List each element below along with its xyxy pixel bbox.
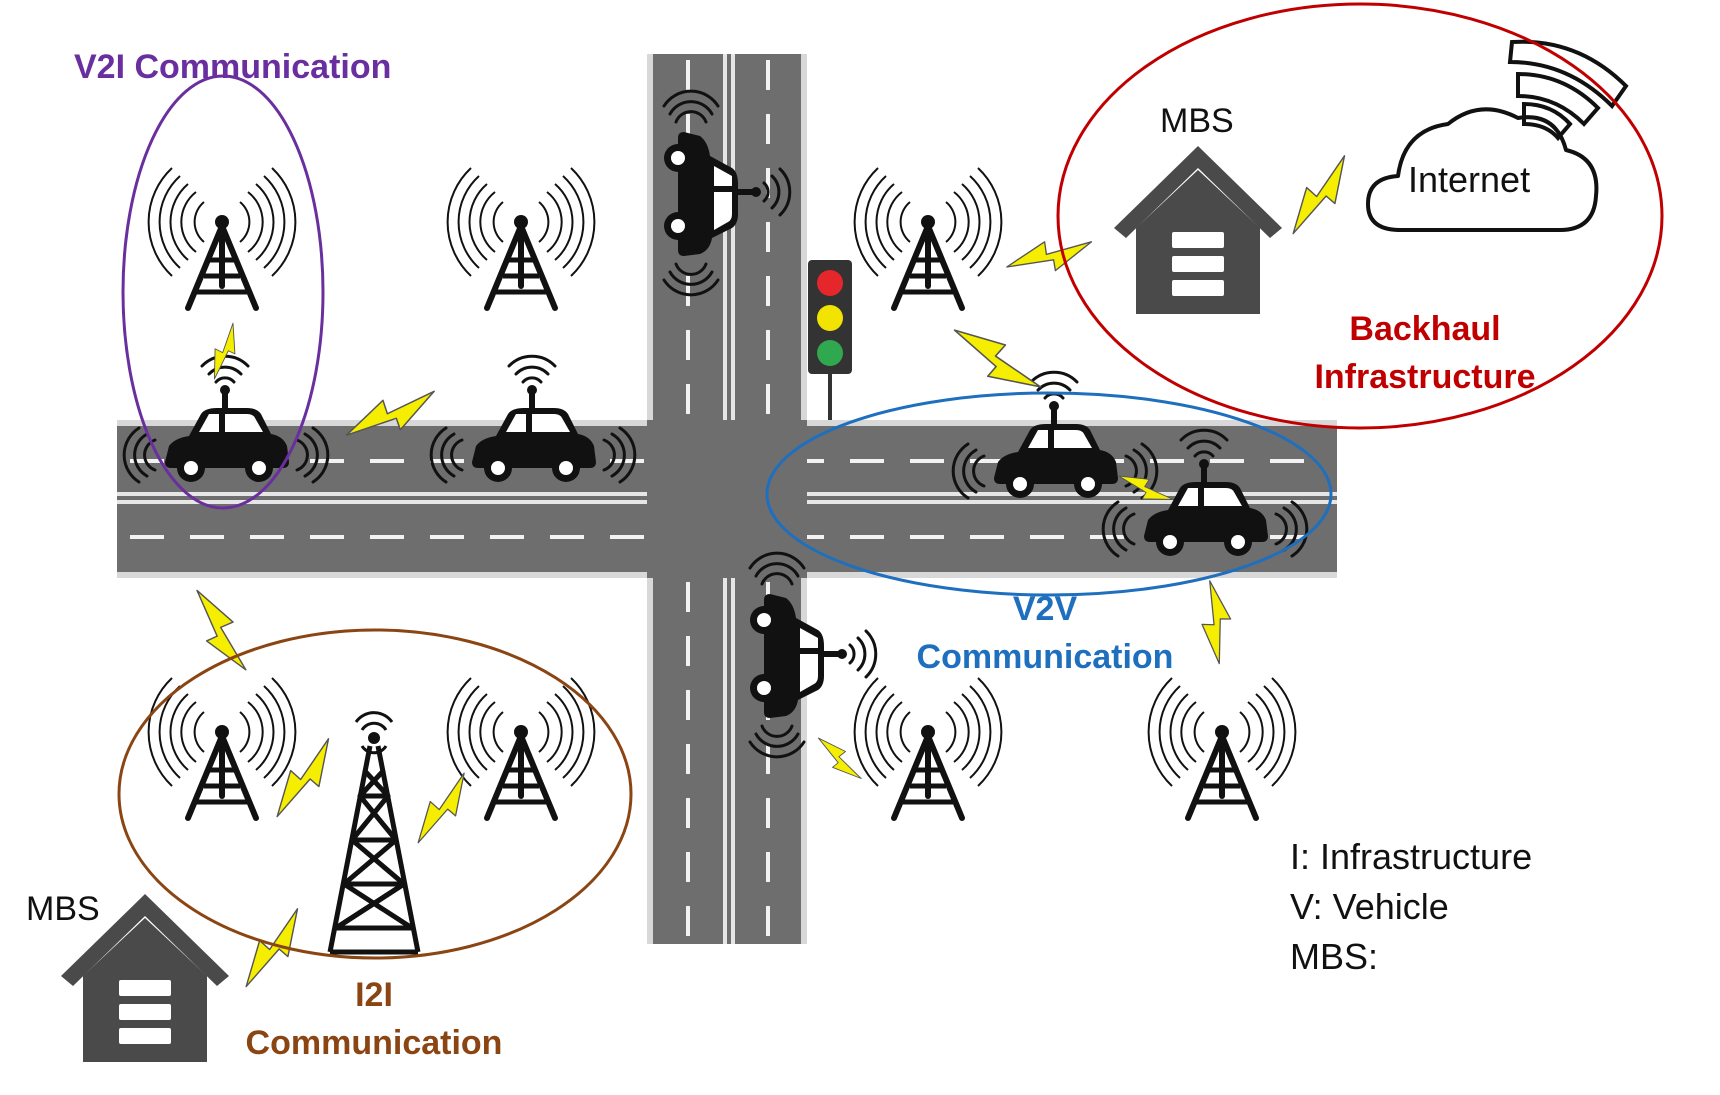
v2v-label: V2V Communication [905,592,1185,674]
mbs-bottom-label: MBS [26,890,100,928]
backhaul-label-line2: Infrastructure [1314,358,1536,396]
lattice-tower-icon [327,711,421,955]
backhaul-label: Backhaul Infrastructure [1280,312,1570,394]
v2v-label-line2: Communication [916,638,1174,676]
i2i-label-line1: I2I [355,976,393,1014]
lightning-bolt-icon [259,738,349,821]
traffic-light-icon [808,260,852,420]
base-station-house-icon [1114,146,1282,314]
lightning-bolt-icon [1275,155,1365,238]
i2i-label: I2I Communication [224,978,524,1060]
antenna-tower-icon [1149,678,1296,818]
v2v-label-line1: V2V [1012,590,1078,628]
mbs-top-label: MBS [1160,102,1234,140]
lightning-bolt-icon [1006,241,1093,272]
backhaul-group-ellipse [1056,2,1664,430]
legend-mbs: MBS: [1290,936,1379,977]
v2i-label: V2I Communication [74,48,392,86]
legend-infrastructure: I: Infrastructure [1290,836,1533,877]
antenna-tower-icon [855,168,1002,308]
antenna-tower-icon [149,678,296,818]
lightning-bolt-icon [1195,580,1238,665]
v2i-group-ellipse [121,74,325,510]
antenna-tower-icon [448,678,595,818]
v2v-group-ellipse [765,391,1333,597]
internet-label: Internet [1408,159,1531,200]
cloud-icon [1366,107,1599,232]
vertical-road [647,54,807,944]
i2i-label-line2: Communication [245,1024,503,1062]
antenna-tower-icon [448,168,595,308]
i2i-group-ellipse [117,628,633,960]
wifi-signal-icon [1507,39,1629,142]
antenna-tower-icon [855,678,1002,818]
backhaul-label-line1: Backhaul [1349,310,1501,348]
antenna-tower-icon [149,168,296,308]
legend-vehicle: V: Vehicle [1290,886,1449,927]
lightning-bolt-icon [200,322,250,381]
